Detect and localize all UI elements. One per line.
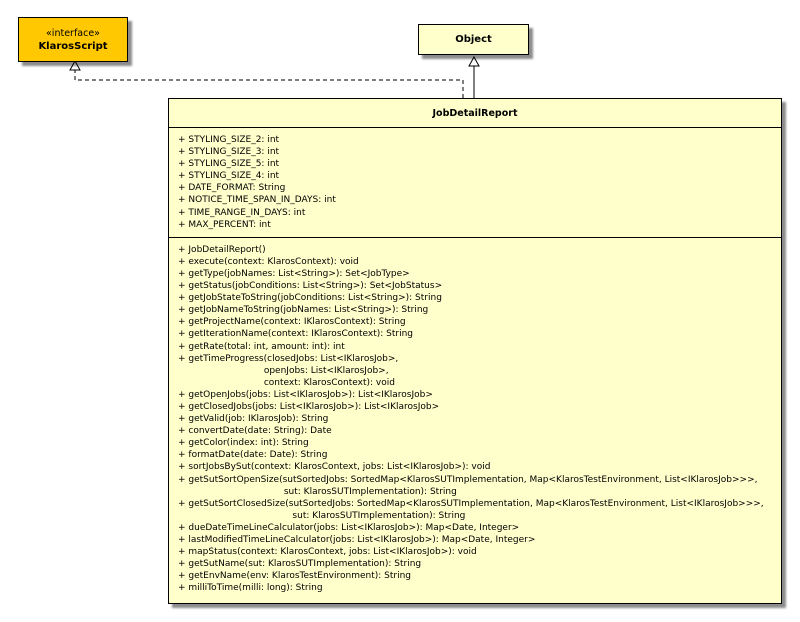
attribute-row: + MAX_PERCENT: int [178, 219, 271, 230]
operation-row: + getSutSortClosedSize(sutSortedJobs: So… [178, 498, 764, 509]
object-class-box[interactable]: Object [418, 24, 529, 55]
operation-row: + getJobNameToString(jobNames: List<Stri… [178, 305, 429, 316]
attribute-row: + TIME_RANGE_IN_DAYS: int [178, 207, 306, 218]
operation-row: + sortJobsBySut(context: KlarosContext, … [178, 462, 491, 473]
attribute-row: + STYLING_SIZE_2: int [178, 135, 280, 145]
operation-row: + getTimeProgress(closedJobs: List<IKlar… [178, 353, 399, 364]
realization-arrowhead [69, 59, 81, 71]
operation-row: + mapStatus(context: KlarosContext, jobs… [178, 547, 477, 558]
operation-row: + getValid(job: IKlarosJob): String [178, 414, 329, 425]
class-title: JobDetailReport [169, 99, 781, 128]
operation-row: + getSutName(sut: KlarosSUTImplementatio… [178, 559, 422, 570]
operation-row: + getJobStateToString(jobConditions: Lis… [178, 293, 442, 304]
operations-compartment: + JobDetailReport()+ execute(context: Kl… [169, 238, 781, 595]
object-class-name: Object [455, 34, 492, 45]
operation-row: context: KlarosContext): void [178, 377, 395, 388]
interface-stereotype: «interface» [46, 28, 100, 39]
operation-row: + getType(jobNames: List<String>): Set<J… [178, 268, 410, 279]
attribute-row: + STYLING_SIZE_5: int [178, 159, 280, 170]
attribute-row: + STYLING_SIZE_3: int [178, 147, 280, 158]
generalization-arrowhead [468, 55, 480, 67]
attributes-compartment: + STYLING_SIZE_2: int + STYLING_SIZE_3: i… [169, 128, 781, 238]
operation-row: + getEnvName(env: KlarosTestEnvironment)… [178, 571, 411, 582]
attribute-row: + NOTICE_TIME_SPAN_IN_DAYS: int [178, 195, 336, 206]
jobdetailreport-class-box[interactable]: JobDetailReport + STYLING_SIZE_2: int+ S… [168, 98, 782, 604]
operation-row: + getOpenJobs(jobs: List<IKlarosJob>): L… [178, 389, 433, 400]
operation-row: + convertDate(date: String): Date [178, 426, 332, 437]
attribute-row: + STYLING_SIZE_4: int [178, 171, 280, 182]
operation-row: + getStatus(jobConditions: List<String>)… [178, 281, 443, 292]
operation-row: + milliToTime(milli: long): String [178, 583, 323, 594]
attribute-row: + DATE_FORMAT: String [178, 183, 286, 194]
operation-row: + dueDateTimeLineCalculator(jobs: List<I… [178, 522, 520, 533]
operation-row: + getClosedJobs(jobs: List<IKlarosJob>):… [178, 401, 440, 412]
operation-row: + formatDate(date: Date): String [178, 450, 328, 461]
interface-name: KlarosScript [38, 41, 108, 52]
operation-row: + getProjectName(context: IKlarosContext… [178, 317, 406, 328]
operation-row: + execute(context: KlarosContext): void [178, 256, 359, 267]
operation-row: + JobDetailReport() [178, 244, 266, 255]
operation-row: + lastModifiedTimeLineCalculator(jobs: L… [178, 535, 536, 545]
operation-row: + getSutSortOpenSize(sutSortedJobs: Sort… [178, 474, 758, 485]
realization-line [74, 69, 464, 98]
operation-row: sut: KlarosSUTImplementation): String [178, 510, 466, 521]
operation-row: + getColor(index: int): String [178, 438, 309, 449]
operation-row: sut: KlarosSUTImplementation): String [178, 486, 457, 497]
operation-row: openJobs: List<IKlarosJob>, [178, 365, 389, 376]
interface-klarosscript-box[interactable]: «interface» KlarosScript [18, 17, 128, 62]
operation-row: + getIterationName(context: IKlarosConte… [178, 329, 414, 340]
operation-row: + getRate(total: int, amount: int): int [178, 341, 345, 352]
